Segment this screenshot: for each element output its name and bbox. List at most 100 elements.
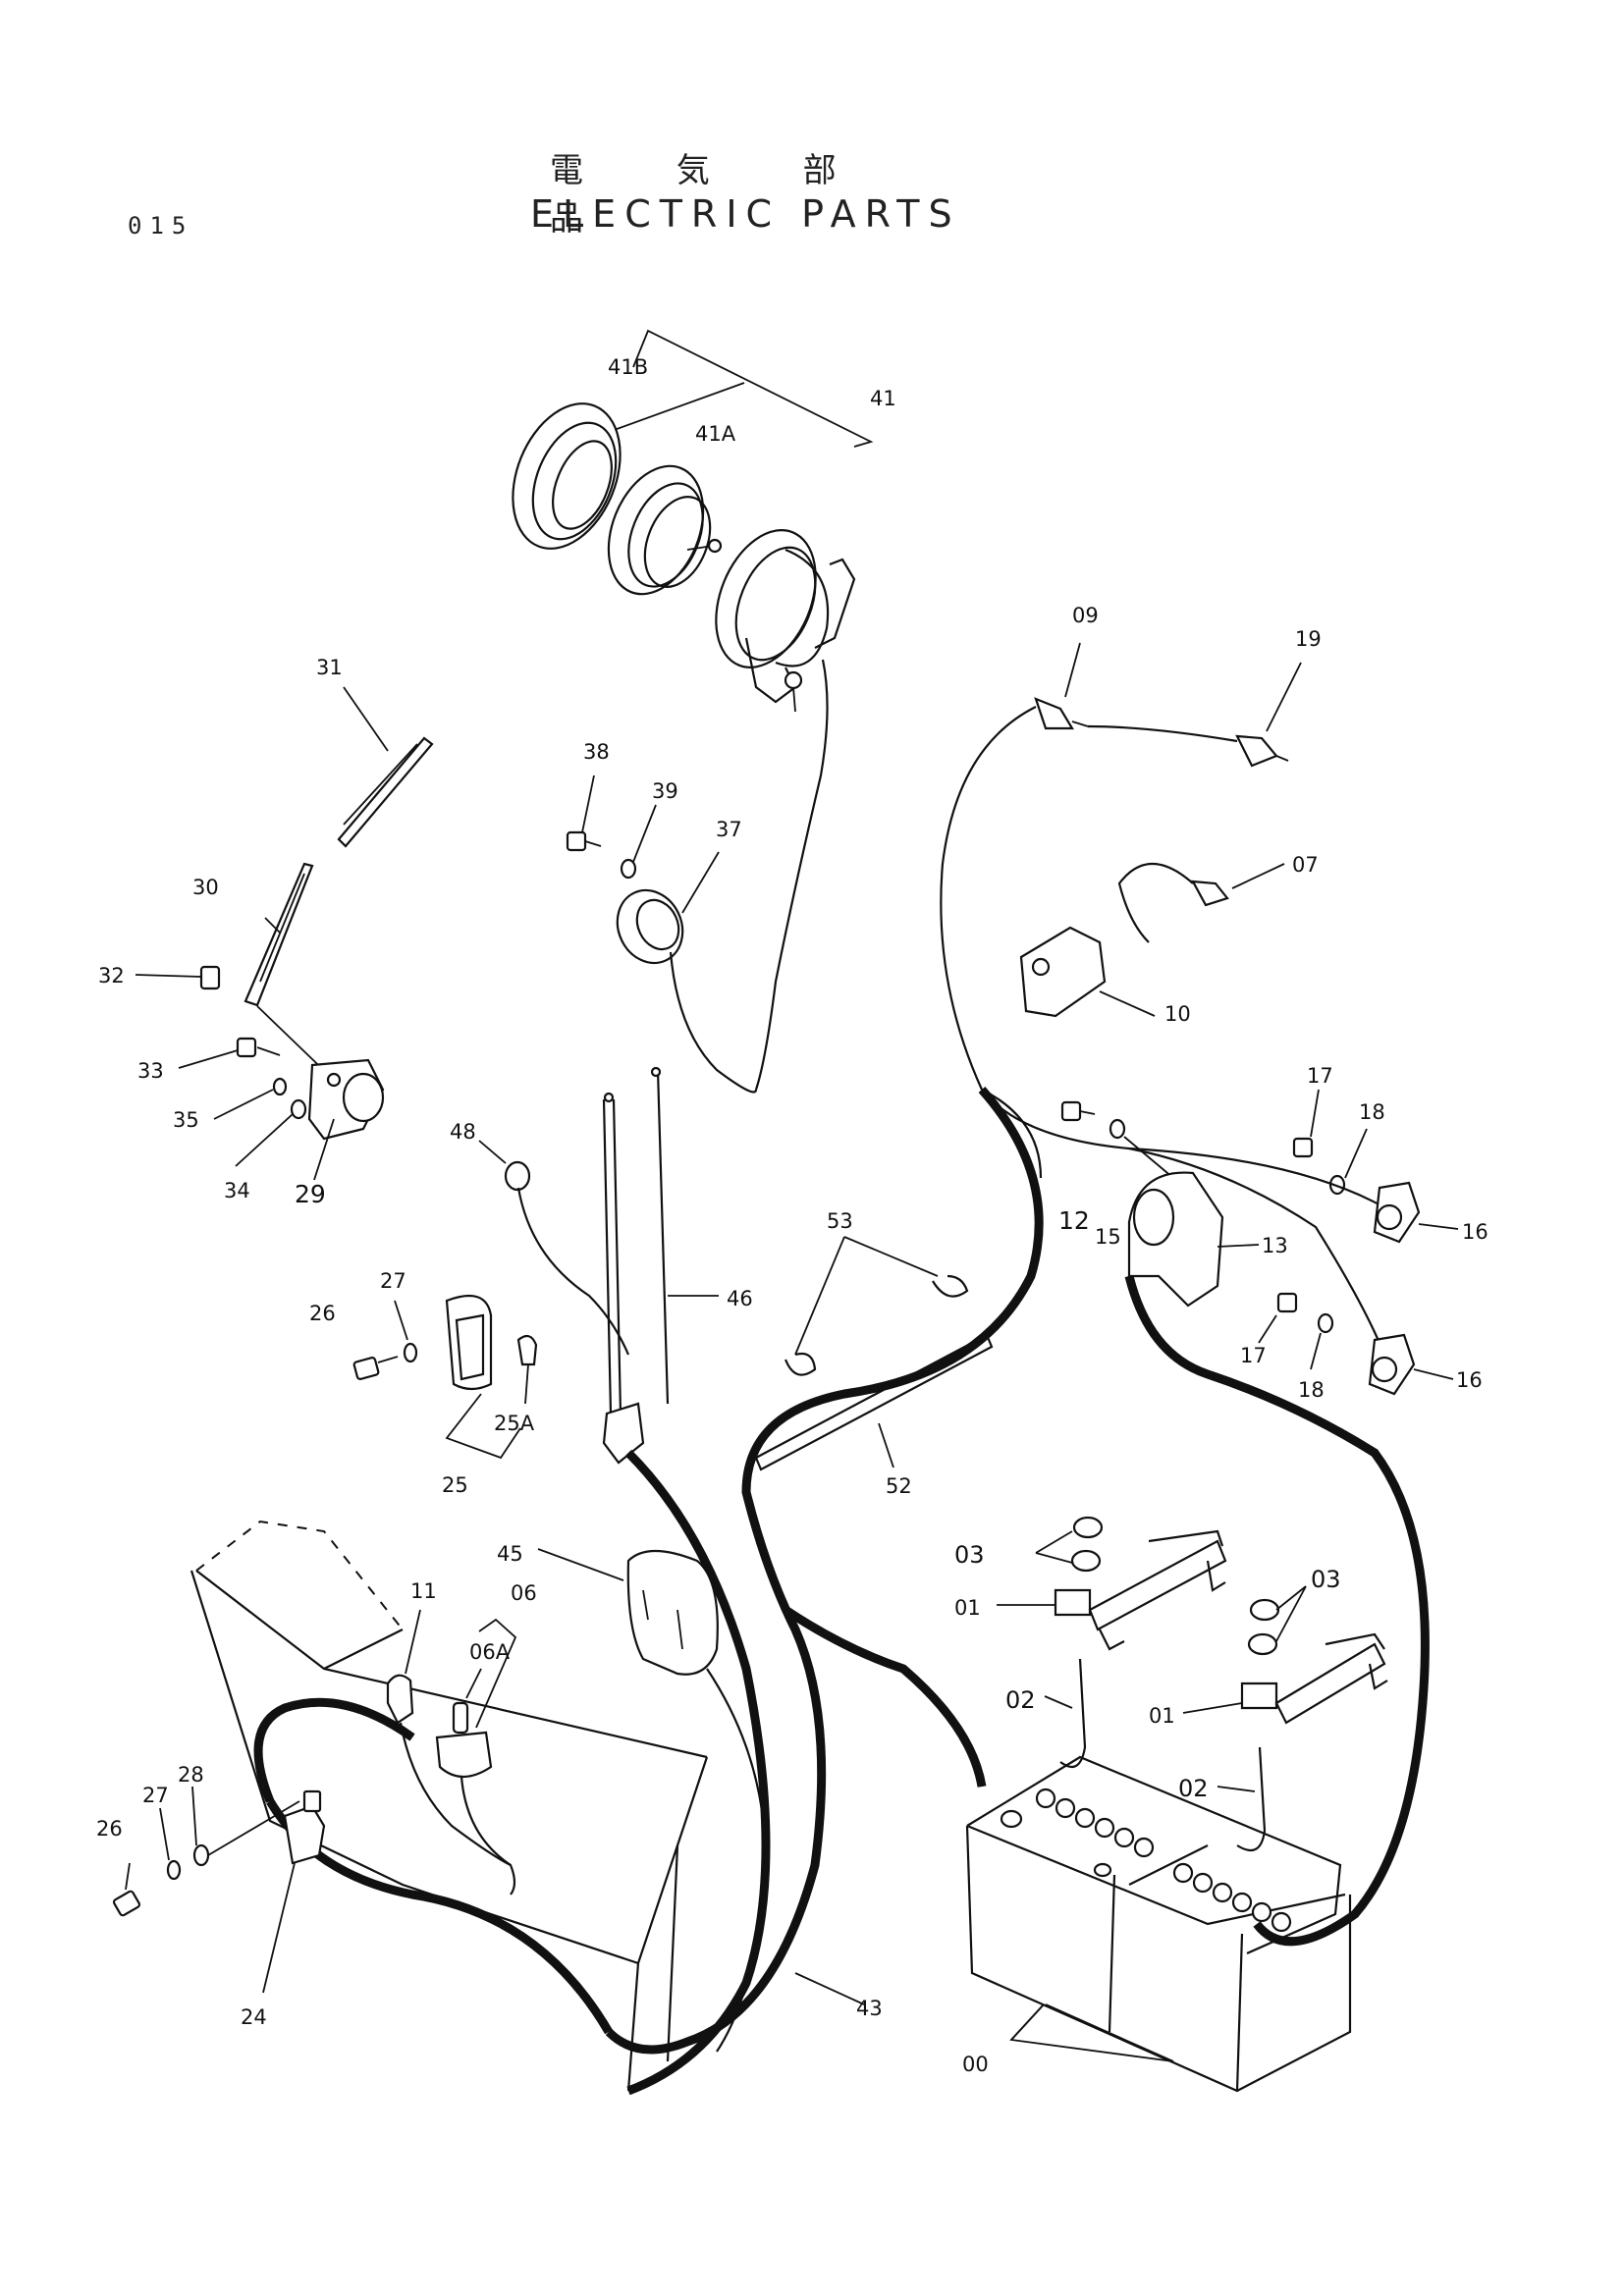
callout-06a: 06A bbox=[469, 1640, 511, 1664]
callout-53: 53 bbox=[827, 1209, 853, 1233]
callout-06: 06 bbox=[511, 1581, 537, 1605]
work-light-41 bbox=[715, 529, 856, 1091]
washer-18-lower bbox=[1310, 1312, 1334, 1370]
washer-35 bbox=[213, 1077, 288, 1120]
callout-38: 38 bbox=[583, 740, 610, 764]
washer-34 bbox=[235, 1098, 307, 1167]
sensor-19 bbox=[1235, 662, 1302, 768]
callout-45: 45 bbox=[497, 1542, 523, 1566]
callout-03-lower: 03 bbox=[1311, 1566, 1341, 1593]
relay-24 bbox=[262, 1789, 326, 1994]
rod-02-upper bbox=[1044, 1658, 1087, 1769]
callout-17-upper: 17 bbox=[1307, 1064, 1333, 1088]
callout-30: 30 bbox=[192, 876, 219, 899]
nuts-03-upper bbox=[1035, 1516, 1104, 1573]
washer-39 bbox=[620, 804, 657, 880]
switch-16-lower bbox=[1368, 1333, 1454, 1396]
callout-27-lower: 27 bbox=[142, 1784, 169, 1807]
rod-02-lower bbox=[1217, 1746, 1267, 1852]
callout-10: 10 bbox=[1164, 1002, 1191, 1026]
callout-17-lower: 17 bbox=[1240, 1344, 1267, 1367]
nuts-03-lower bbox=[1247, 1585, 1307, 1656]
sensor-09 bbox=[1034, 642, 1089, 730]
lamp-socket-48 bbox=[478, 1140, 630, 1356]
screw-17-upper bbox=[1292, 1089, 1320, 1158]
callout-02-upper: 02 bbox=[1005, 1686, 1036, 1714]
callout-34: 34 bbox=[224, 1179, 250, 1202]
callout-12: 12 bbox=[1058, 1206, 1090, 1235]
callout-16-lower: 16 bbox=[1456, 1368, 1483, 1392]
callout-02-lower: 02 bbox=[1178, 1775, 1209, 1802]
title-japanese: 電 気 部 品 bbox=[550, 151, 878, 239]
callout-24: 24 bbox=[241, 2005, 267, 2029]
callout-15: 15 bbox=[1095, 1225, 1121, 1249]
plug-11 bbox=[386, 1609, 512, 1866]
callout-26-upper: 26 bbox=[309, 1302, 336, 1325]
sensor-10 bbox=[1019, 926, 1156, 1018]
callout-18-upper: 18 bbox=[1359, 1100, 1385, 1124]
bracket-01-lower bbox=[1182, 1632, 1388, 1725]
mirror-45 bbox=[537, 1548, 768, 2053]
wiper-bolt-33 bbox=[178, 1037, 281, 1069]
callout-18-lower: 18 bbox=[1298, 1378, 1325, 1402]
callout-01-upper: 01 bbox=[954, 1596, 981, 1620]
callout-07: 07 bbox=[1292, 853, 1319, 877]
callout-29: 29 bbox=[295, 1180, 326, 1208]
work-light-bracket-line bbox=[608, 329, 874, 448]
horn-37 bbox=[616, 851, 758, 1094]
wiper-nut-32 bbox=[135, 965, 221, 990]
bolt-12 bbox=[1060, 1100, 1096, 1122]
main-harness-43 bbox=[605, 1087, 1430, 2096]
screw-26-lower bbox=[112, 1862, 141, 1917]
clamp-53 bbox=[784, 1236, 969, 1376]
washer-27-upper bbox=[394, 1300, 418, 1363]
callout-41: 41 bbox=[870, 387, 896, 410]
mast-46 bbox=[602, 1066, 719, 1465]
callout-26-lower: 26 bbox=[96, 1817, 123, 1841]
switch-16-upper bbox=[1373, 1181, 1459, 1244]
screw-26-upper bbox=[352, 1356, 399, 1380]
callout-28: 28 bbox=[178, 1763, 204, 1787]
wiper-arm-30 bbox=[243, 862, 340, 1086]
wiper-blade-31 bbox=[337, 686, 434, 848]
washer-28 bbox=[191, 1786, 300, 1867]
washer-27-lower bbox=[159, 1807, 182, 1881]
callout-33: 33 bbox=[137, 1059, 164, 1083]
callout-41a: 41A bbox=[695, 422, 736, 446]
callout-09: 09 bbox=[1072, 604, 1099, 627]
washer-18-upper bbox=[1328, 1128, 1368, 1196]
battery-00 bbox=[965, 1755, 1352, 2093]
callout-48: 48 bbox=[450, 1120, 476, 1144]
bolt-38 bbox=[566, 774, 602, 852]
lamp-rim-41b bbox=[512, 402, 622, 550]
switch-06 bbox=[435, 1618, 517, 1896]
wiper-motor-29 bbox=[307, 1058, 385, 1181]
callout-31: 31 bbox=[316, 656, 343, 679]
callout-41b: 41B bbox=[608, 355, 648, 379]
callout-16-upper: 16 bbox=[1462, 1220, 1488, 1244]
callout-32: 32 bbox=[98, 964, 125, 988]
callout-25: 25 bbox=[442, 1473, 468, 1497]
lamp-25 bbox=[445, 1294, 538, 1460]
callout-11: 11 bbox=[410, 1579, 437, 1603]
callout-03-upper: 03 bbox=[954, 1541, 985, 1569]
callout-13: 13 bbox=[1262, 1234, 1288, 1257]
page-code: 015 bbox=[128, 212, 194, 240]
bracket-01-upper bbox=[997, 1529, 1227, 1651]
callout-00: 00 bbox=[962, 2053, 989, 2076]
title-english: ELECTRIC PARTS bbox=[530, 192, 961, 236]
screw-17-lower bbox=[1258, 1292, 1298, 1344]
callout-01-lower: 01 bbox=[1149, 1704, 1175, 1728]
callout-labels: 41B 41A 41 31 30 32 33 35 34 29 38 39 37… bbox=[96, 355, 1488, 2076]
callout-43: 43 bbox=[856, 1997, 883, 2020]
callout-37: 37 bbox=[716, 818, 742, 841]
upper-wire-harness bbox=[940, 706, 1386, 1356]
callout-19: 19 bbox=[1295, 627, 1322, 651]
callout-39: 39 bbox=[652, 779, 678, 803]
callout-46: 46 bbox=[727, 1287, 753, 1310]
callout-52: 52 bbox=[886, 1474, 912, 1498]
sensor-07 bbox=[1117, 862, 1285, 943]
washer-15 bbox=[1109, 1118, 1174, 1179]
